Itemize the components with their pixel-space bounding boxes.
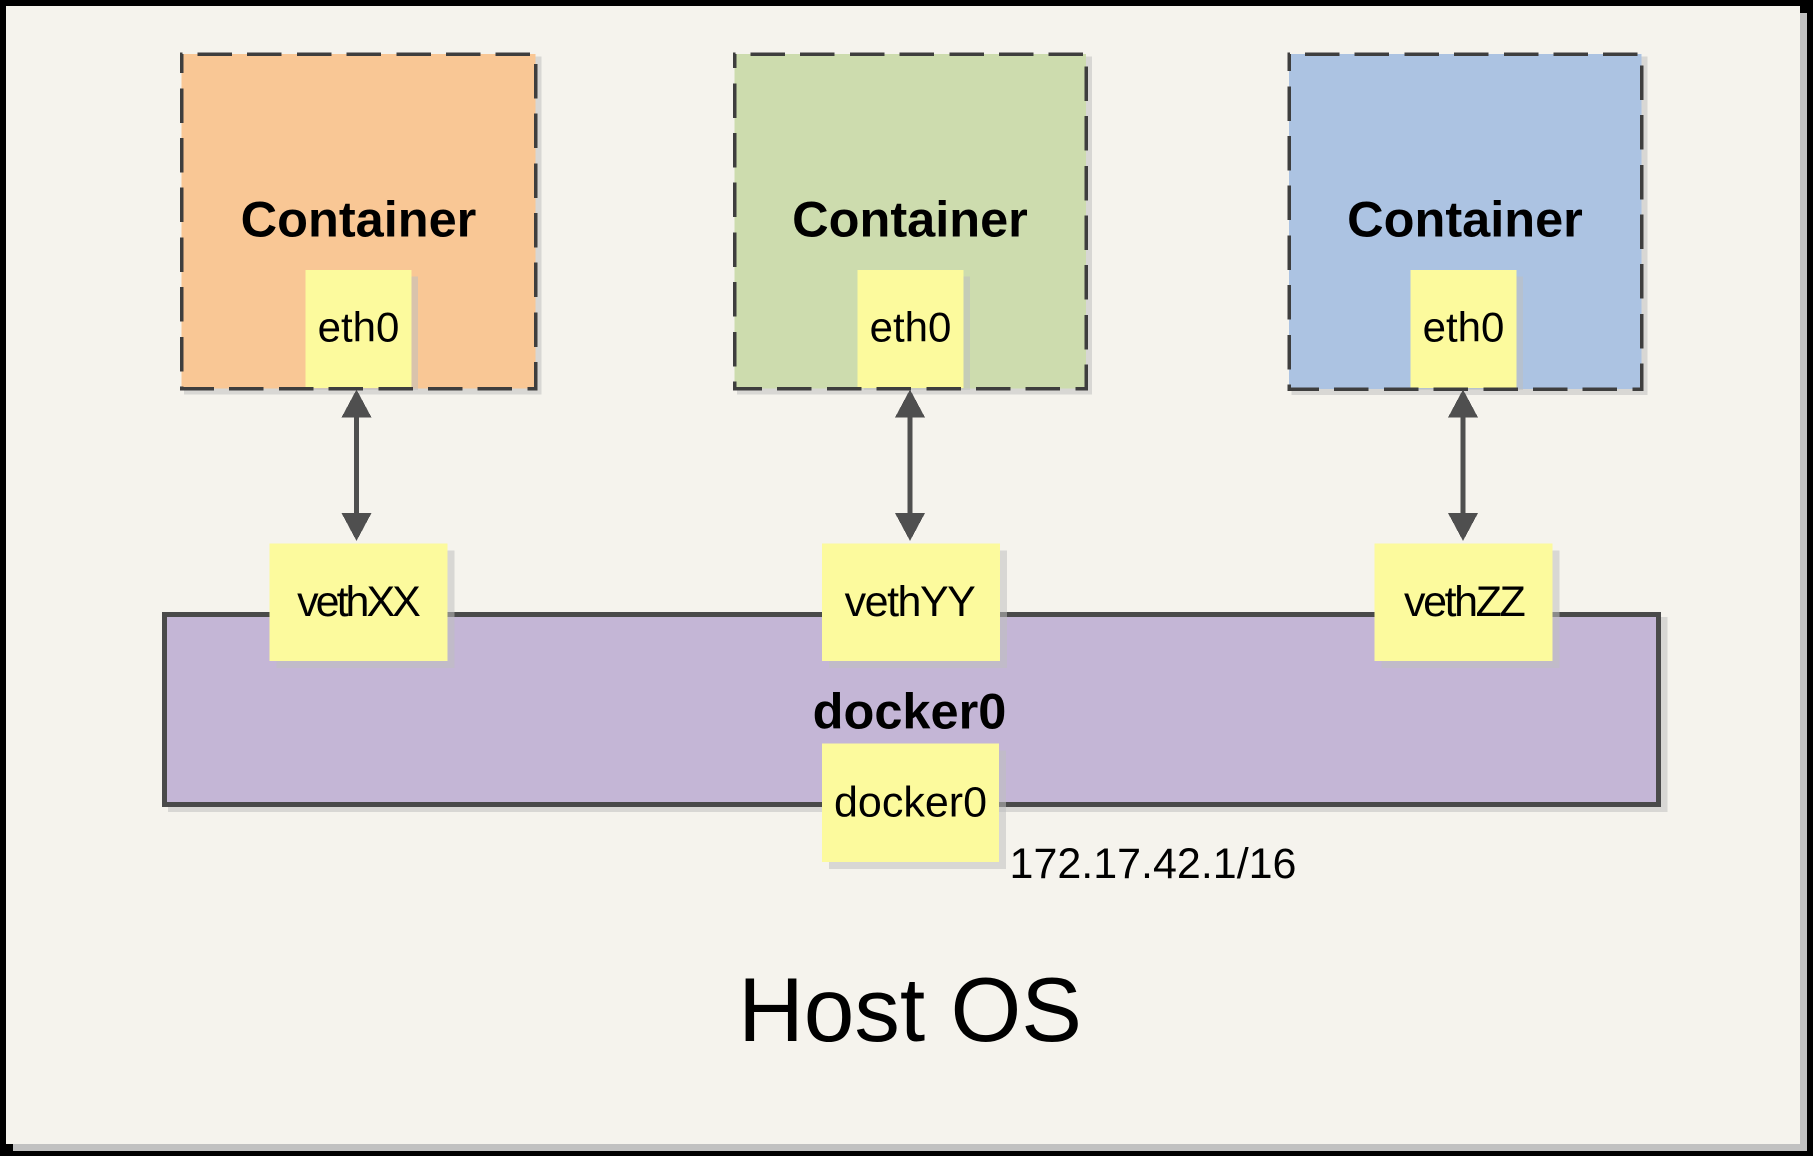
svg-text:Container: Container [792, 191, 1028, 248]
svg-text:docker0: docker0 [813, 683, 1007, 740]
svg-text:vethZZ: vethZZ [1404, 578, 1525, 626]
svg-text:Container: Container [1347, 191, 1583, 248]
svg-text:eth0: eth0 [318, 304, 400, 351]
svg-text:Container: Container [241, 191, 477, 248]
svg-text:eth0: eth0 [870, 304, 952, 351]
svg-text:vethXX: vethXX [297, 578, 420, 626]
svg-text:docker0: docker0 [834, 779, 987, 827]
svg-text:172.17.42.1/16: 172.17.42.1/16 [1010, 840, 1297, 888]
svg-text:eth0: eth0 [1423, 304, 1505, 351]
svg-text:vethYY: vethYY [845, 578, 975, 626]
svg-text:Host OS: Host OS [738, 960, 1082, 1061]
